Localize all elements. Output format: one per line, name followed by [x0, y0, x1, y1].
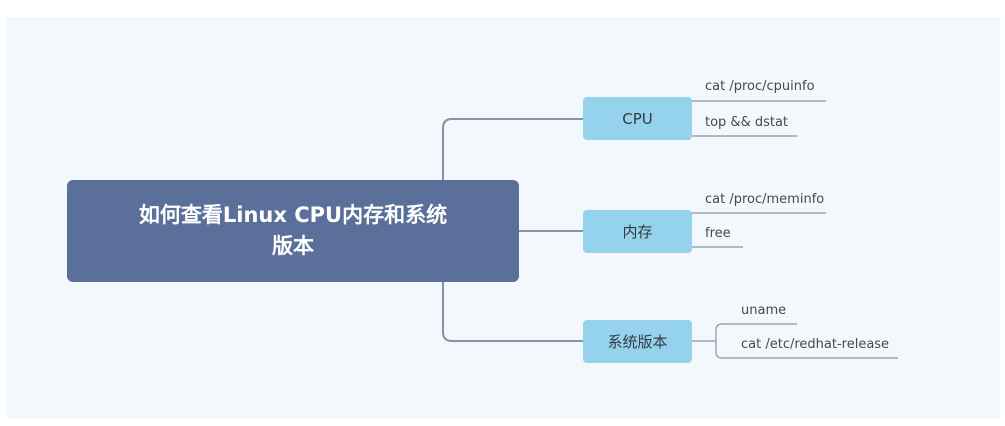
- root-title: 如何查看Linux CPU内存和系统版本: [138, 203, 448, 258]
- branch-node-system-version[interactable]: 系统版本: [583, 320, 692, 363]
- branch-node-cpu[interactable]: CPU: [583, 97, 692, 140]
- leaf-node-uname[interactable]: uname: [741, 303, 787, 318]
- connector-root-version: [442, 231, 583, 342]
- root-node[interactable]: 如何查看Linux CPU内存和系统版本: [67, 180, 519, 282]
- leaf-node-top-dstat[interactable]: top && dstat: [705, 115, 789, 130]
- connector-root-cpu: [442, 118, 583, 232]
- branch-label: CPU: [622, 109, 653, 128]
- leaf-node-meminfo[interactable]: cat /proc/meminfo: [705, 192, 825, 207]
- leaf-node-redhat-release[interactable]: cat /etc/redhat-release: [741, 337, 890, 352]
- leaf-node-free[interactable]: free: [705, 226, 731, 241]
- leaf-node-cpuinfo[interactable]: cat /proc/cpuinfo: [705, 79, 815, 94]
- branch-label: 内存: [622, 223, 653, 241]
- branch-label: 系统版本: [607, 333, 668, 351]
- connector-version-leaves: [692, 323, 898, 359]
- branch-node-memory[interactable]: 内存: [583, 210, 692, 253]
